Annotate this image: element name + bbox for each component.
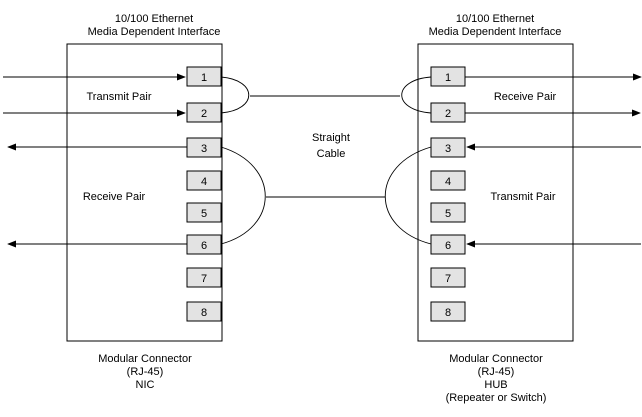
nic-pin-6-label: 6 xyxy=(201,240,207,252)
nic-pin-3-label: 3 xyxy=(201,143,207,155)
nic-pin-5-label: 5 xyxy=(201,208,207,220)
nic-receive-pair-label: Receive Pair xyxy=(83,191,146,203)
cable-label-line2: Cable xyxy=(317,148,346,160)
hub-pin-7: 7 xyxy=(430,267,466,288)
nic-pin-8: 8 xyxy=(186,301,222,322)
nic-pin-6: 6 xyxy=(186,234,222,255)
nic-interface-title-line1: 10/100 Ethernet xyxy=(115,13,193,25)
nic-pin-4-label: 4 xyxy=(201,176,207,188)
hub-interface-title-line2: Media Dependent Interface xyxy=(429,26,562,38)
nic-pin-2: 2 xyxy=(186,102,222,123)
nic-transmit-pair-loop xyxy=(220,76,249,114)
nic-pin-1-label: 1 xyxy=(201,72,207,84)
hub-pin-4: 4 xyxy=(430,170,466,191)
hub-pin-5-label: 5 xyxy=(445,208,451,220)
hub-pin-8-label: 8 xyxy=(445,307,451,319)
nic-interface-title-line2: Media Dependent Interface xyxy=(88,26,221,38)
cable-label-line1: Straight xyxy=(312,132,350,144)
nic-caption-line3: NIC xyxy=(136,379,155,391)
nic-caption-line1: Modular Connector xyxy=(98,353,192,365)
nic-pin-1: 1 xyxy=(186,66,222,87)
nic-pin-3: 3 xyxy=(186,137,222,158)
nic-pin-5: 5 xyxy=(186,202,222,223)
hub-caption-line2: (RJ-45) xyxy=(478,366,515,378)
hub-pin-1-label: 1 xyxy=(445,72,451,84)
hub-pin-8: 8 xyxy=(430,301,466,322)
hub-caption-line4: (Repeater or Switch) xyxy=(446,392,547,404)
hub-pin-6-label: 6 xyxy=(445,240,451,252)
nic-connector: 10/100 Ethernet Media Dependent Interfac… xyxy=(66,13,223,391)
hub-pin-2: 2 xyxy=(430,102,466,123)
nic-pin-4: 4 xyxy=(186,170,222,191)
hub-pin-4-label: 4 xyxy=(445,176,451,188)
hub-pin-3: 3 xyxy=(430,137,466,158)
hub-connector: 10/100 Ethernet Media Dependent Interfac… xyxy=(417,13,574,404)
nic-caption-line2: (RJ-45) xyxy=(127,366,164,378)
hub-receive-pair-label: Receive Pair xyxy=(494,91,557,103)
nic-connector-body xyxy=(66,43,223,342)
hub-transmit-pair-label: Transmit Pair xyxy=(491,191,556,203)
hub-pin-6: 6 xyxy=(430,234,466,255)
nic-receive-pair-loop xyxy=(220,146,266,245)
hub-pin-2-label: 2 xyxy=(445,108,451,120)
nic-pin-8-label: 8 xyxy=(201,307,207,319)
hub-receive-pair-loop xyxy=(401,76,432,114)
hub-caption-line1: Modular Connector xyxy=(449,353,543,365)
hub-connector-body xyxy=(417,43,574,342)
nic-pin-7: 7 xyxy=(186,267,222,288)
nic-pin-7-label: 7 xyxy=(201,273,207,285)
hub-interface-title-line1: 10/100 Ethernet xyxy=(456,13,534,25)
nic-pin-2-label: 2 xyxy=(201,108,207,120)
hub-pin-7-label: 7 xyxy=(445,273,451,285)
hub-transmit-pair-loop xyxy=(384,146,432,245)
hub-pin-1: 1 xyxy=(430,66,466,87)
hub-pin-3-label: 3 xyxy=(445,143,451,155)
hub-caption-line3: HUB xyxy=(484,379,507,391)
nic-transmit-pair-label: Transmit Pair xyxy=(87,91,152,103)
hub-pin-5: 5 xyxy=(430,202,466,223)
